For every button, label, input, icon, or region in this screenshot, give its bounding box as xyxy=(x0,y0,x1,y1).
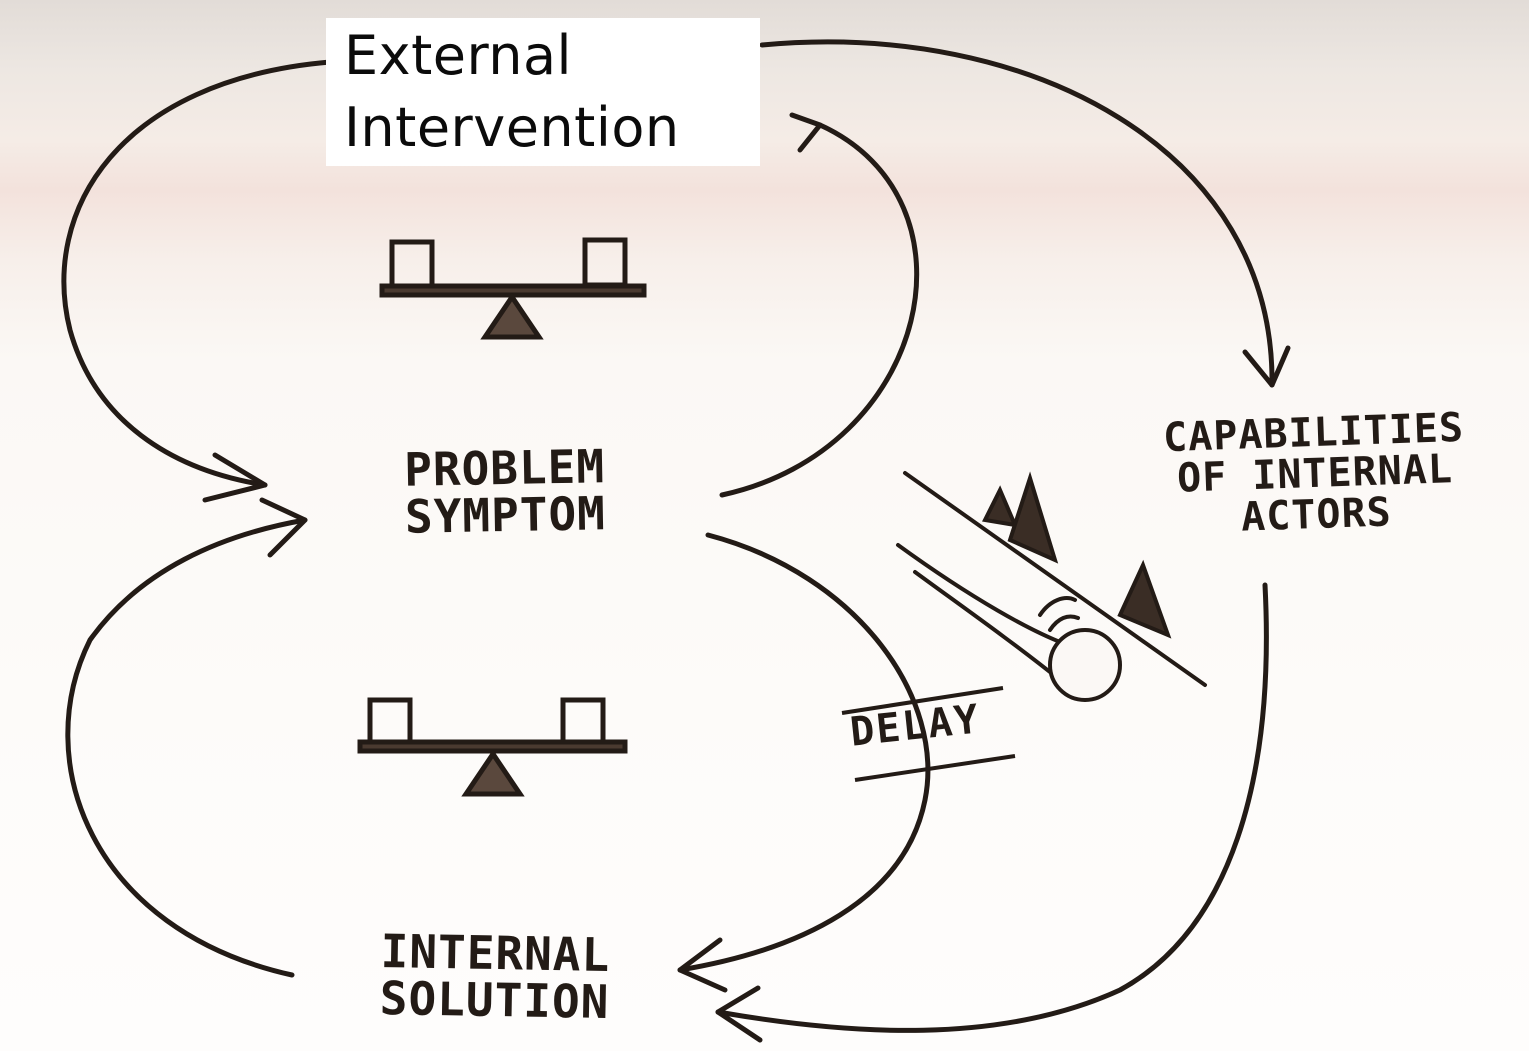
problem-symptom-label-line2: SYMPTOM xyxy=(404,486,607,544)
loop-symptom-to-intervention-arrow xyxy=(719,122,920,498)
intervention-to-capabilities-arrow xyxy=(759,39,1275,388)
loop-intervention-to-symptom-arrow xyxy=(61,59,333,488)
snowball-icon xyxy=(896,471,1207,702)
balance-icon-top xyxy=(379,237,647,340)
internal-solution-label-line1: INTERNAL xyxy=(380,924,611,983)
internal-solution-node: INTERNAL SOLUTION xyxy=(324,924,666,1029)
balance-icon-bottom xyxy=(357,697,628,797)
problem-symptom-node: PROBLEM SYMPTOM xyxy=(344,439,666,544)
loop-solution-to-symptom-arrow xyxy=(65,517,308,978)
external-intervention-node: External Intervention xyxy=(326,18,760,166)
capabilities-node: CAPABILITIES OF INTERNAL ACTORS xyxy=(1108,405,1522,543)
arrowhead-top-loop-symptom xyxy=(202,452,268,503)
delay-marker-lines xyxy=(841,686,1016,782)
arrowhead-solution-from-capabilities xyxy=(715,985,763,1043)
external-intervention-label-line2: Intervention xyxy=(344,96,680,159)
arrowhead-capabilities xyxy=(1242,345,1291,388)
internal-solution-label-line2: SOLUTION xyxy=(379,970,610,1029)
arrowhead-solution-from-symptom xyxy=(677,937,728,993)
external-intervention-label-line1: External xyxy=(344,24,573,87)
loop-symptom-to-solution-arrow xyxy=(677,532,931,973)
arrowhead-symptom-from-solution xyxy=(259,497,308,558)
arrowhead-intervention-end xyxy=(789,112,823,153)
problem-symptom-label-line1: PROBLEM xyxy=(403,439,606,497)
capabilities-to-solution-arrow xyxy=(715,582,1269,1033)
